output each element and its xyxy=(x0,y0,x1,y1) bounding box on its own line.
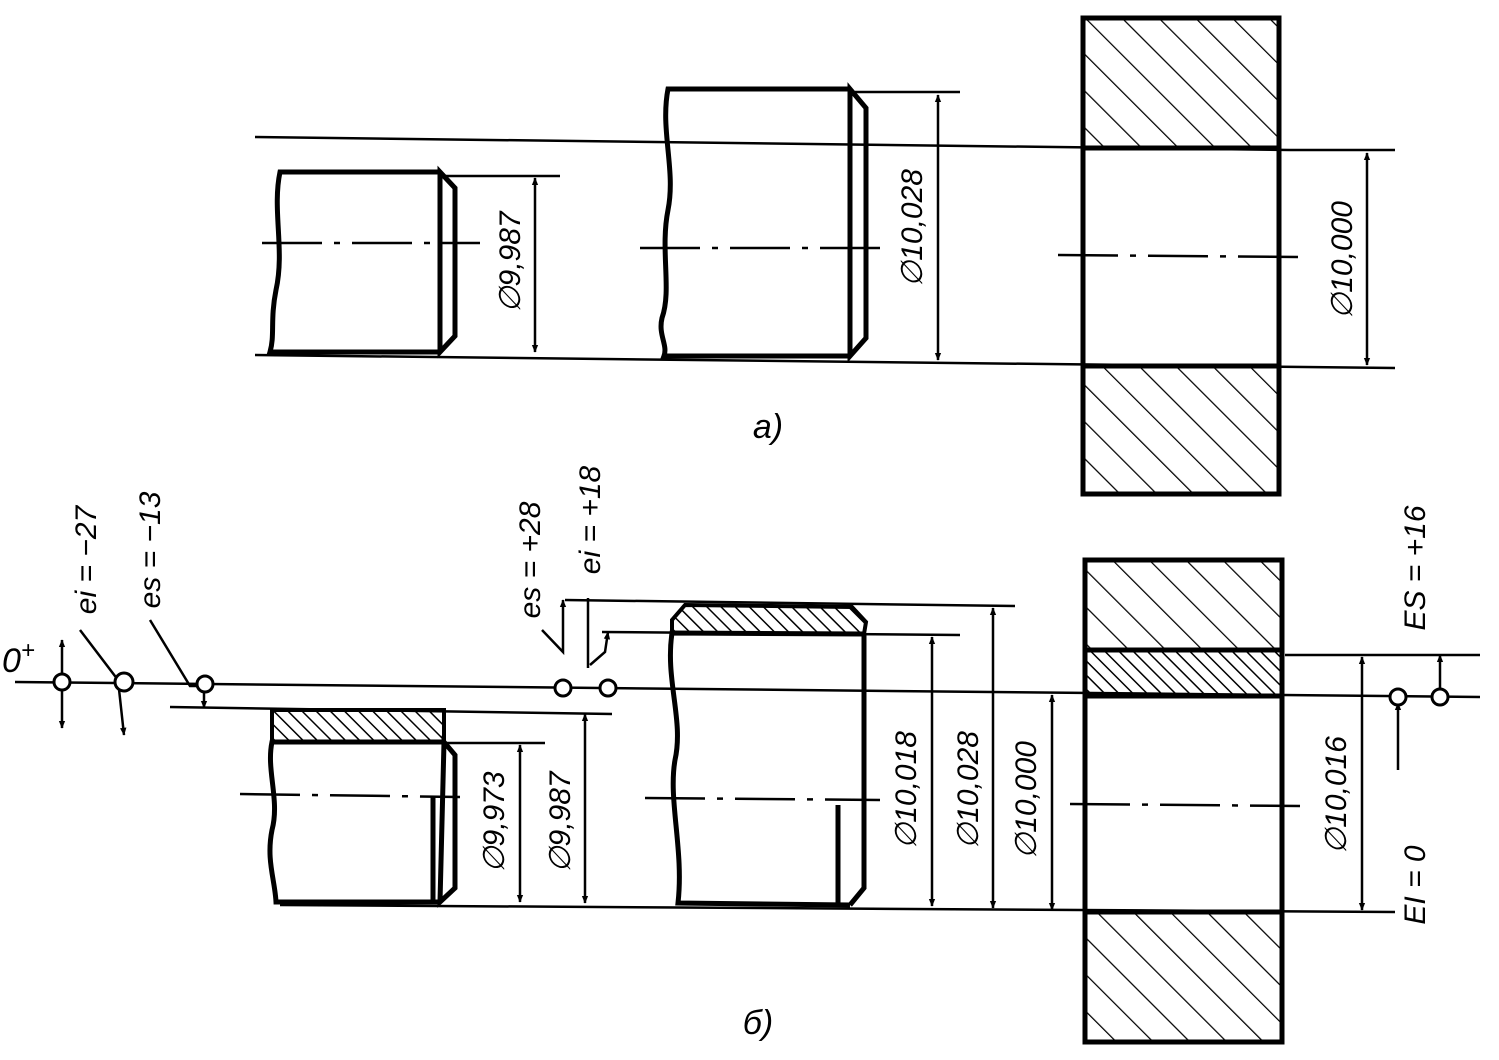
bushing-b xyxy=(1069,557,1301,1045)
caption-b: б) xyxy=(743,1004,773,1042)
shaft-1-b xyxy=(239,708,461,908)
shaft-1-b-tolerance-zone xyxy=(270,708,446,744)
bushing-a-axis xyxy=(1057,253,1299,259)
shaft-2-b xyxy=(644,602,881,908)
shaft-1-b-axis xyxy=(239,792,461,799)
shaft-1-b-chamfer xyxy=(437,735,458,908)
leader-shaft2-ei xyxy=(589,631,611,666)
dot-hole-ei xyxy=(1388,687,1408,707)
label-hole-es: ES = +16 xyxy=(1399,505,1432,630)
bushing-b-tolerance-zone xyxy=(1082,647,1285,699)
bushing-a-lower-section xyxy=(1080,363,1282,497)
dot-shaft2-es xyxy=(553,678,573,698)
zero-ref-dot xyxy=(52,672,72,692)
shaft-2-b-tolerance-zone xyxy=(670,602,869,637)
dim-label-b-6: ∅10,016 xyxy=(1320,736,1353,854)
shaft-2-b-axis xyxy=(644,796,881,802)
shaft-1-a-outline xyxy=(266,169,440,355)
deviation-markers: 0+ ei = −27 es = −13 es = +28 ei = +18 E… xyxy=(2,465,1450,925)
label-shaft2-es: es = +28 xyxy=(514,501,547,618)
shaft-1-b-outline xyxy=(267,739,444,905)
bushing-b-upper-section xyxy=(1082,557,1285,653)
dot-shaft1-es xyxy=(195,674,215,694)
view-a: ∅9,987 ∅10,028 ∅10,000 а) xyxy=(254,15,1396,497)
dot-shaft1-ei xyxy=(113,671,135,693)
label-shaft1-es: es = −13 xyxy=(134,491,167,608)
shaft-2-b-outline xyxy=(667,630,865,908)
bushing-a xyxy=(1057,15,1299,497)
label-shaft1-ei: ei = −27 xyxy=(70,504,103,614)
dim-label-b-1: ∅9,973 xyxy=(478,771,511,873)
view-b: ∅9,973 ∅9,987 ∅10,018 ∅10,028 ∅10,000 ∅1… xyxy=(2,465,1481,1045)
dot-shaft2-ei xyxy=(598,678,618,698)
bushing-b-axis xyxy=(1069,802,1301,808)
shaft-2-a-outline xyxy=(658,86,850,359)
ext-line-b-shaft2-es xyxy=(564,598,1016,608)
leader-shaft1-es xyxy=(148,619,208,709)
dim-label-b-4: ∅10,028 xyxy=(952,731,985,849)
caption-a: а) xyxy=(753,408,783,446)
dim-label-b-2: ∅9,987 xyxy=(544,770,577,873)
dim-label-b-3: ∅10,018 xyxy=(890,731,923,849)
bushing-a-upper-section xyxy=(1080,15,1282,151)
dim-label-b-5: ∅10,000 xyxy=(1010,741,1043,859)
shaft-1-a xyxy=(262,165,480,359)
zero-mark: 0+ xyxy=(2,637,35,680)
dot-hole-es xyxy=(1430,687,1450,707)
label-shaft2-ei: ei = +18 xyxy=(574,465,607,574)
shaft-1-a-chamfer xyxy=(437,165,458,359)
shaft-2-a xyxy=(640,82,880,363)
bushing-b-lower-section xyxy=(1082,909,1285,1045)
dim-label-a-3: ∅10,000 xyxy=(1326,201,1359,319)
dim-label-a-1: ∅9,987 xyxy=(494,210,527,313)
dim-label-a-2: ∅10,028 xyxy=(896,169,929,287)
leader-shaft2-es xyxy=(541,599,567,656)
shaft-2-a-chamfer xyxy=(847,82,869,363)
label-hole-ei: EI = 0 xyxy=(1399,845,1432,925)
shaft-2-b-chamfer xyxy=(848,634,867,907)
